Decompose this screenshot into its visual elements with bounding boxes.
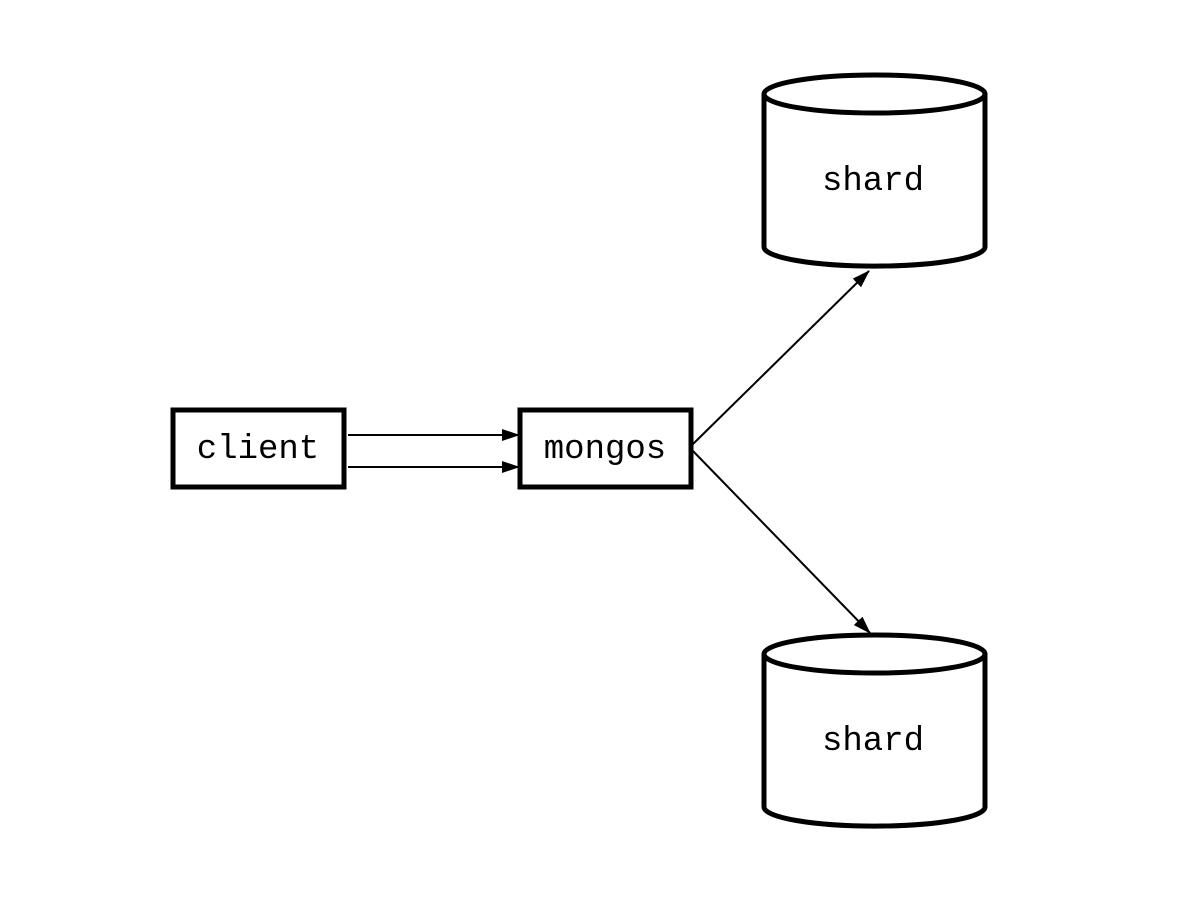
node-mongos: mongos (517, 407, 694, 490)
node-client-label: client (197, 431, 319, 469)
edge-mongos-to-shard-bottom (691, 449, 871, 634)
node-shard-bottom-label: shard (822, 723, 924, 761)
edge-mongos-to-shard-top (691, 270, 870, 446)
node-shard-bottom: shard (761, 632, 988, 829)
edges (348, 270, 871, 634)
node-shard-top-label: shard (822, 163, 924, 201)
node-mongos-label: mongos (544, 431, 666, 469)
node-client: client (170, 407, 347, 490)
node-shard-top: shard (761, 72, 988, 269)
